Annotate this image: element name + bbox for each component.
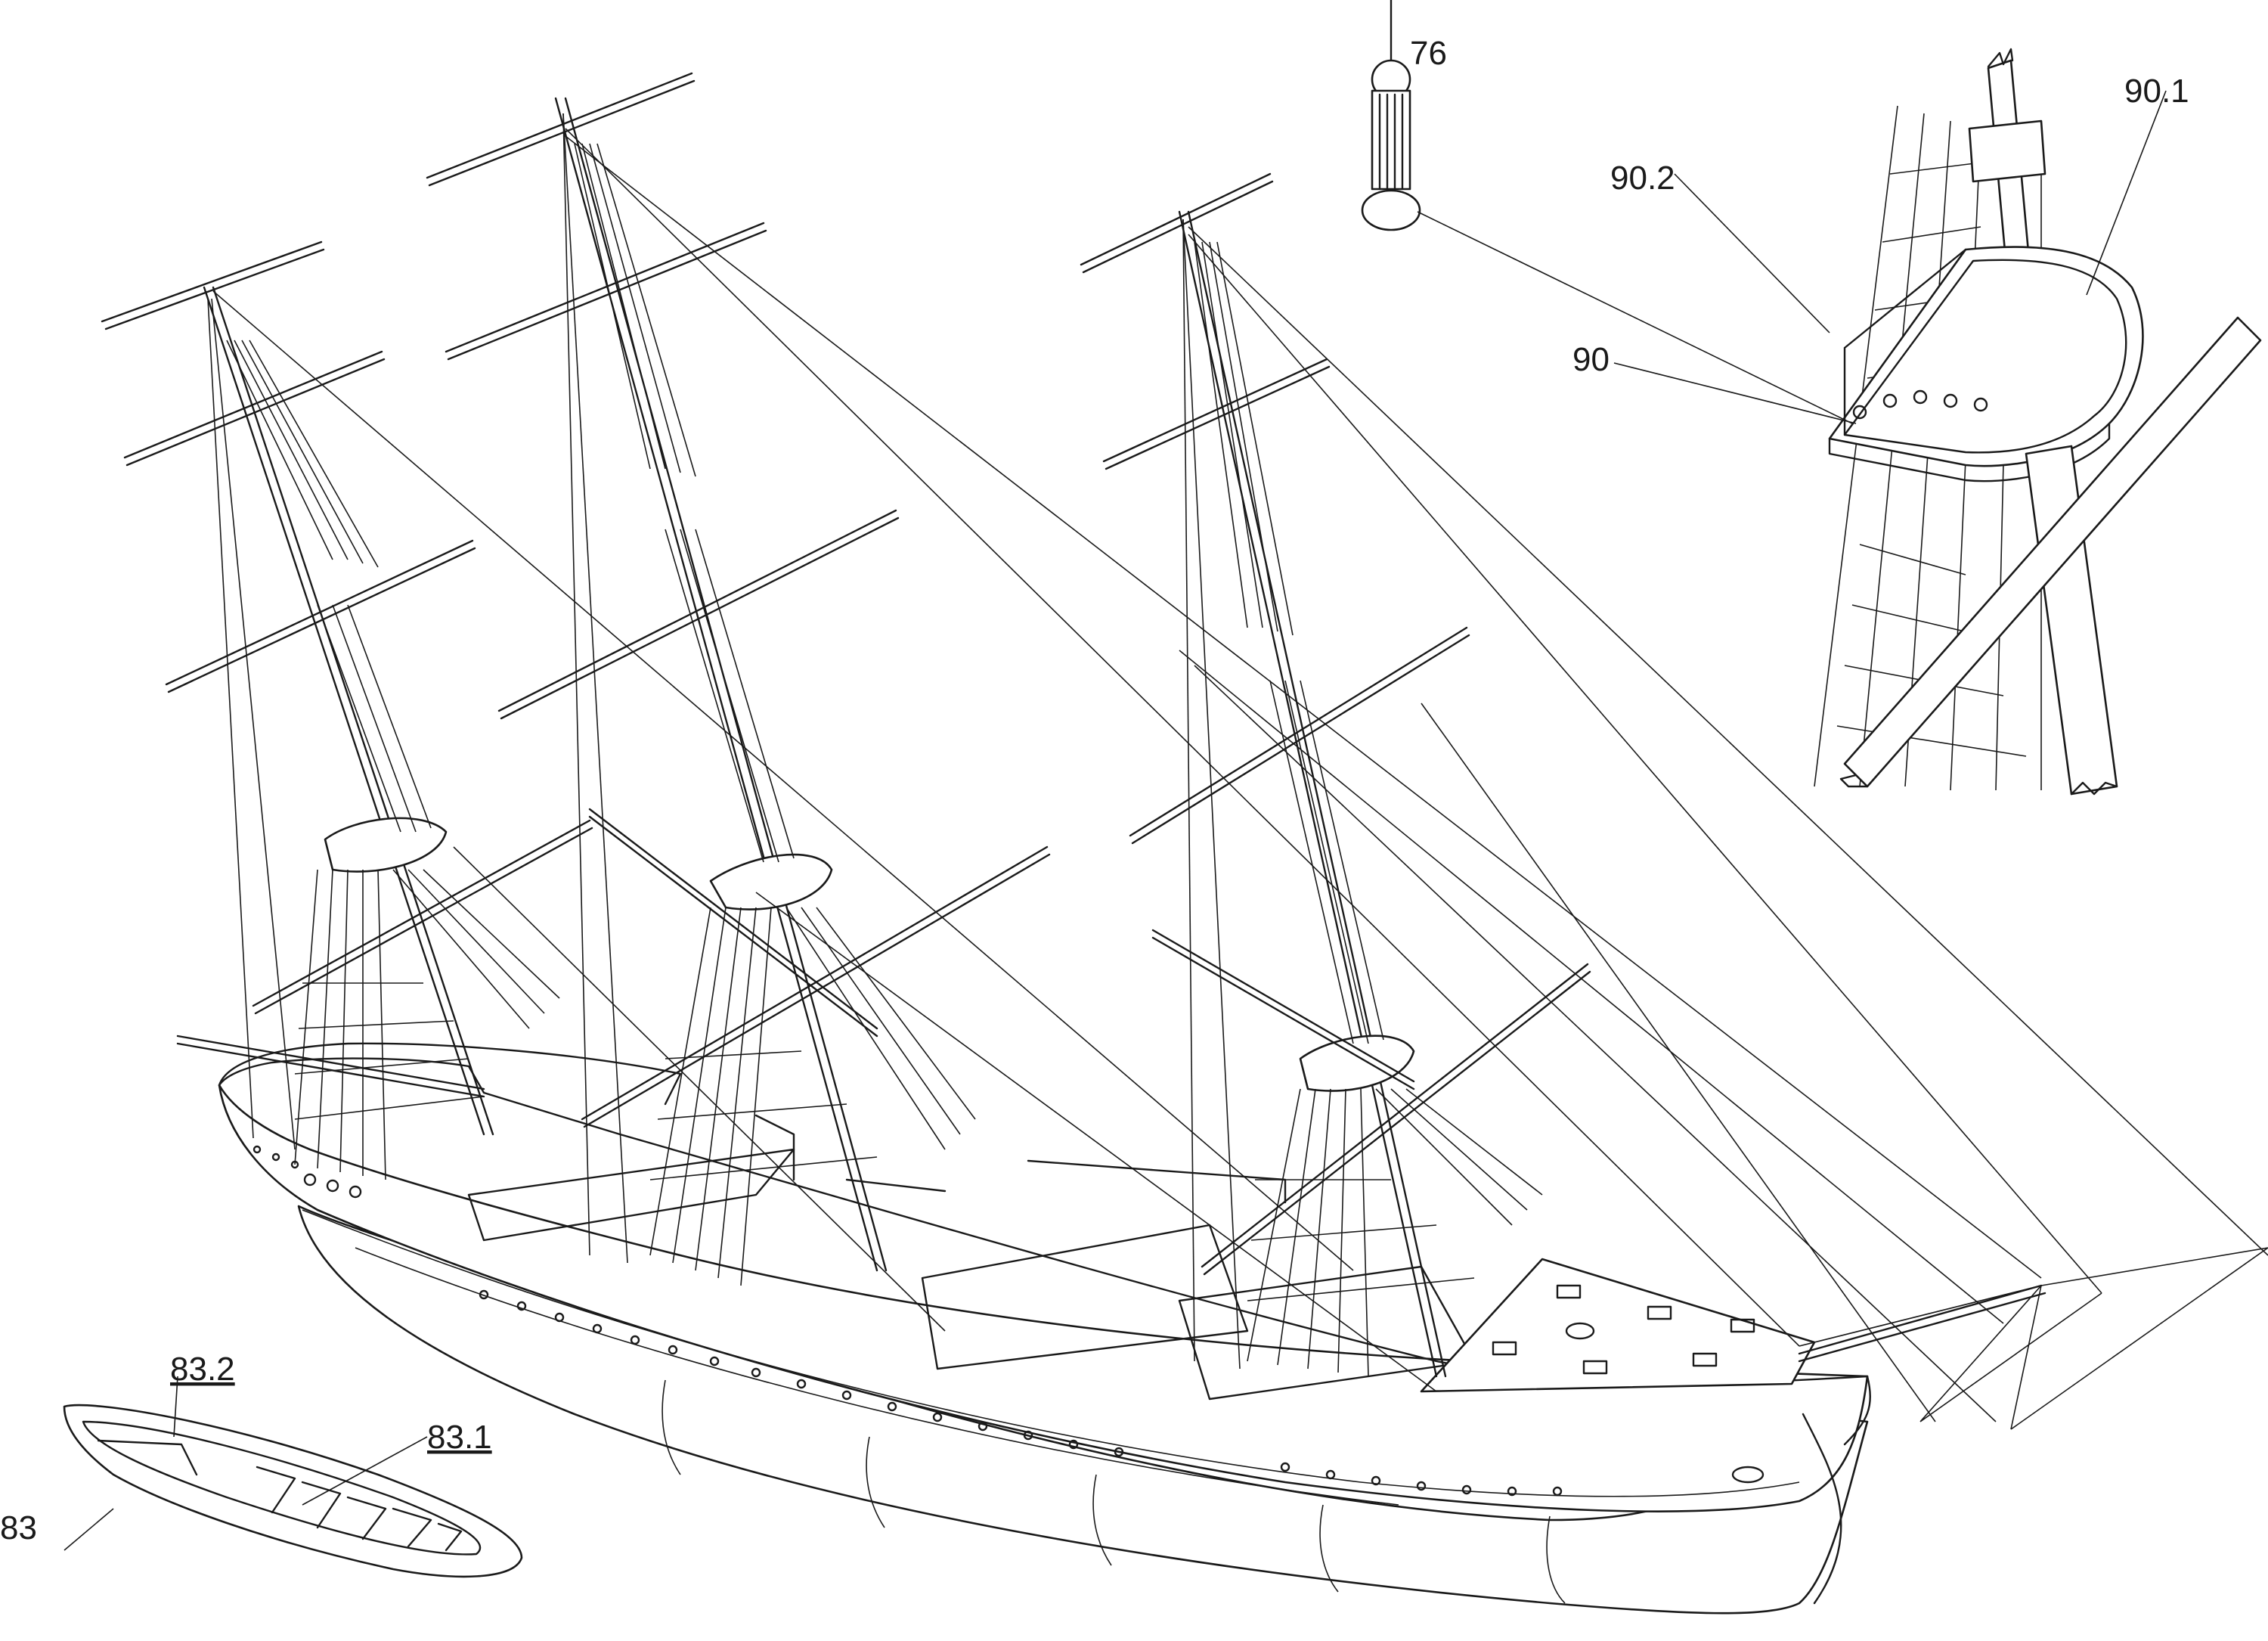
belaying-pins	[1852, 389, 1988, 420]
ship-hull	[218, 1042, 2046, 1615]
mast-top-detail	[1814, 48, 2262, 796]
lifeboat	[63, 1404, 523, 1578]
label-90-2: 90.2	[1610, 160, 1675, 197]
mizzen-top	[324, 817, 448, 873]
yards	[101, 72, 1591, 1276]
lifeboat-gunwale	[82, 1420, 482, 1556]
hawse-hole	[1731, 1466, 1765, 1484]
fore-mast	[1178, 210, 1447, 1378]
stem-post	[1802, 1375, 1871, 1605]
lifeboat-thwarts	[97, 1439, 463, 1552]
mizzen-mast	[203, 286, 494, 1136]
label-83-2: 83.2	[170, 1351, 235, 1388]
leader-lines	[64, 90, 2167, 1551]
porthole-row	[253, 1145, 1563, 1497]
rigging	[207, 113, 2268, 1430]
detail-yard	[1843, 316, 2262, 788]
label-83: 83	[0, 1509, 37, 1546]
label-90-1: 90.1	[2124, 73, 2189, 110]
label-90: 90	[1572, 341, 1610, 378]
poop-deck-outline	[218, 1042, 682, 1106]
label-76: 76	[1410, 35, 1447, 72]
label-83-1: 83.1	[427, 1419, 492, 1456]
hull-side	[218, 1084, 1869, 1512]
bitts	[1492, 1284, 1755, 1375]
lifeboat-hull	[63, 1404, 523, 1578]
part-labels: 76 90.1 90.2 90 83.2 83.1 83	[0, 35, 2189, 1546]
block-76	[1361, 0, 1421, 231]
fore-top	[1299, 1035, 1415, 1092]
forecastle-deck	[1420, 1258, 1816, 1393]
main-top	[709, 853, 833, 910]
mast-cap	[1968, 119, 2046, 183]
bowsprit	[1798, 1284, 2046, 1363]
